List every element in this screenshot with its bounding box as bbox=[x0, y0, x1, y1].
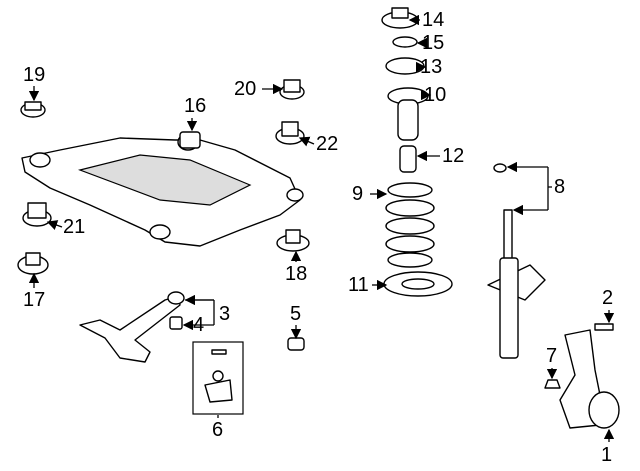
ball-joint-box bbox=[192, 341, 244, 415]
callout-5: 5 bbox=[290, 303, 302, 325]
mount-17 bbox=[17, 252, 49, 275]
mount-22 bbox=[275, 121, 305, 145]
callout-21: 21 bbox=[63, 216, 86, 238]
callout-4: 4 bbox=[193, 314, 205, 336]
callout-17: 17 bbox=[23, 289, 46, 311]
callout-18: 18 bbox=[285, 263, 308, 285]
mount-18 bbox=[276, 229, 310, 252]
insulator-10 bbox=[387, 87, 429, 141]
callout-22: 22 bbox=[316, 133, 339, 155]
callout-19: 19 bbox=[23, 64, 46, 86]
callout-9: 9 bbox=[352, 183, 364, 205]
lower-seat-11 bbox=[383, 271, 453, 297]
spring-seat-13 bbox=[385, 57, 425, 75]
knuckle-1 bbox=[559, 329, 620, 429]
mount-16 bbox=[179, 131, 201, 149]
callout-8: 8 bbox=[554, 176, 566, 198]
strut-mount-14 bbox=[381, 7, 419, 29]
callout-6: 6 bbox=[212, 419, 224, 441]
control-arm bbox=[79, 291, 185, 363]
callout-7: 7 bbox=[546, 345, 558, 367]
callout-1: 1 bbox=[601, 444, 613, 466]
callout-14: 14 bbox=[422, 9, 445, 31]
mount-21 bbox=[22, 202, 52, 227]
bolt-2 bbox=[594, 323, 614, 331]
callout-2: 2 bbox=[602, 287, 614, 309]
mount-19 bbox=[20, 101, 46, 118]
bearing-15 bbox=[392, 36, 418, 48]
callout-15: 15 bbox=[422, 32, 445, 54]
callout-13: 13 bbox=[420, 56, 443, 78]
callout-3: 3 bbox=[219, 303, 231, 325]
callout-10: 10 bbox=[424, 84, 447, 106]
strut-assembly bbox=[487, 163, 546, 359]
ball-joint bbox=[204, 349, 233, 403]
nut-7 bbox=[544, 379, 561, 389]
leader-lines bbox=[28, 14, 615, 442]
bolt-5 bbox=[287, 337, 305, 351]
callout-20: 20 bbox=[234, 78, 257, 100]
callout-11: 11 bbox=[348, 274, 369, 296]
coil-spring-9 bbox=[385, 182, 435, 268]
crossmember bbox=[21, 133, 304, 247]
callout-12: 12 bbox=[442, 145, 465, 167]
mount-20 bbox=[279, 79, 305, 100]
callout-16: 16 bbox=[184, 95, 207, 117]
bumper-12 bbox=[399, 145, 417, 173]
